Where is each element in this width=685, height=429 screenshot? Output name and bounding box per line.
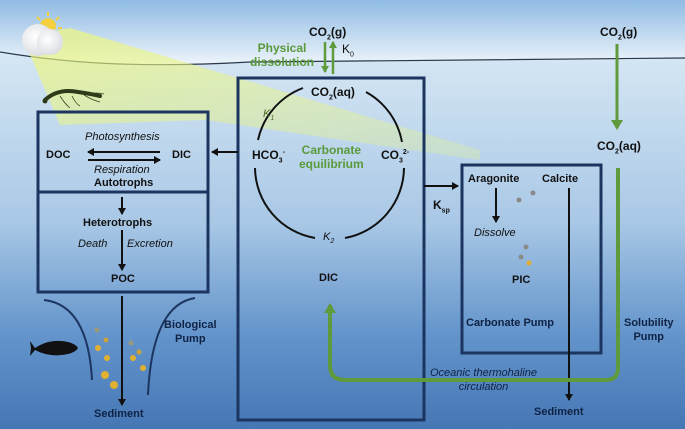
funnel-left	[43, 299, 93, 381]
dic-main-label: DIC	[319, 272, 338, 284]
co2-aq-right-label: CO2(aq)	[597, 139, 641, 156]
poc-label: POC	[111, 273, 135, 285]
death-label: Death	[78, 238, 108, 250]
k1-label: K1	[263, 108, 275, 123]
doc-label: DOC	[46, 149, 71, 161]
thermohaline-circulation-label: Oceanic thermohaline circulation	[430, 367, 538, 393]
excretion-label: Excretion	[127, 238, 173, 250]
carbonate-pump-box	[460, 163, 603, 355]
photosynthesis-label: Photosynthesis	[85, 131, 160, 143]
hco3-label: HCO3-	[252, 148, 285, 165]
carbonate-box	[236, 76, 426, 422]
funnel-right	[147, 297, 196, 396]
sunlight-beam	[28, 28, 480, 160]
co2-aq-label: CO2(aq)	[311, 85, 355, 102]
cloud-icon	[22, 24, 63, 56]
equilibrium-cycle	[254, 87, 405, 239]
thermohaline-circulation-path	[324, 168, 620, 382]
dic-bio-label: DIC	[172, 149, 191, 161]
aragonite-label: Aragonite	[468, 173, 520, 185]
carbonate-sediment-label: Sediment	[534, 406, 584, 418]
co2-gas-label: CO2(g)	[309, 25, 347, 42]
k0-label: K0	[342, 42, 354, 59]
fish-icon	[30, 340, 78, 356]
physical-dissolution-label: Physical dissolution	[250, 41, 314, 69]
calcite-label: Calcite	[542, 173, 579, 185]
bio-sediment-label: Sediment	[94, 408, 144, 420]
sinking-particles	[94, 327, 146, 389]
heterotrophs-label: Heterotrophs	[83, 217, 153, 229]
carbonate-equilibrium-label: Carbonate equilibrium	[299, 143, 364, 171]
autotrophs-label: Autotrophs	[94, 177, 154, 189]
co3-label: CO32-	[381, 148, 410, 165]
solubility-pump-label: Solubility Pump	[624, 317, 674, 343]
biological-pump-label: Biological Pump	[164, 319, 217, 345]
k2-label: K2	[323, 231, 335, 246]
dissolve-label: Dissolve	[474, 227, 516, 239]
seaweed-icon	[42, 89, 105, 109]
carbonate-particles	[516, 190, 536, 266]
carbonate-pump-label: Carbonate Pump	[466, 317, 555, 329]
co2-gas-right-label: CO2(g)	[600, 25, 638, 42]
respiration-label: Respiration	[94, 164, 150, 176]
ksp-label: Ksp	[433, 198, 450, 215]
heterotroph-box	[36, 190, 210, 294]
pic-label: PIC	[512, 274, 531, 286]
ocean	[0, 52, 685, 429]
